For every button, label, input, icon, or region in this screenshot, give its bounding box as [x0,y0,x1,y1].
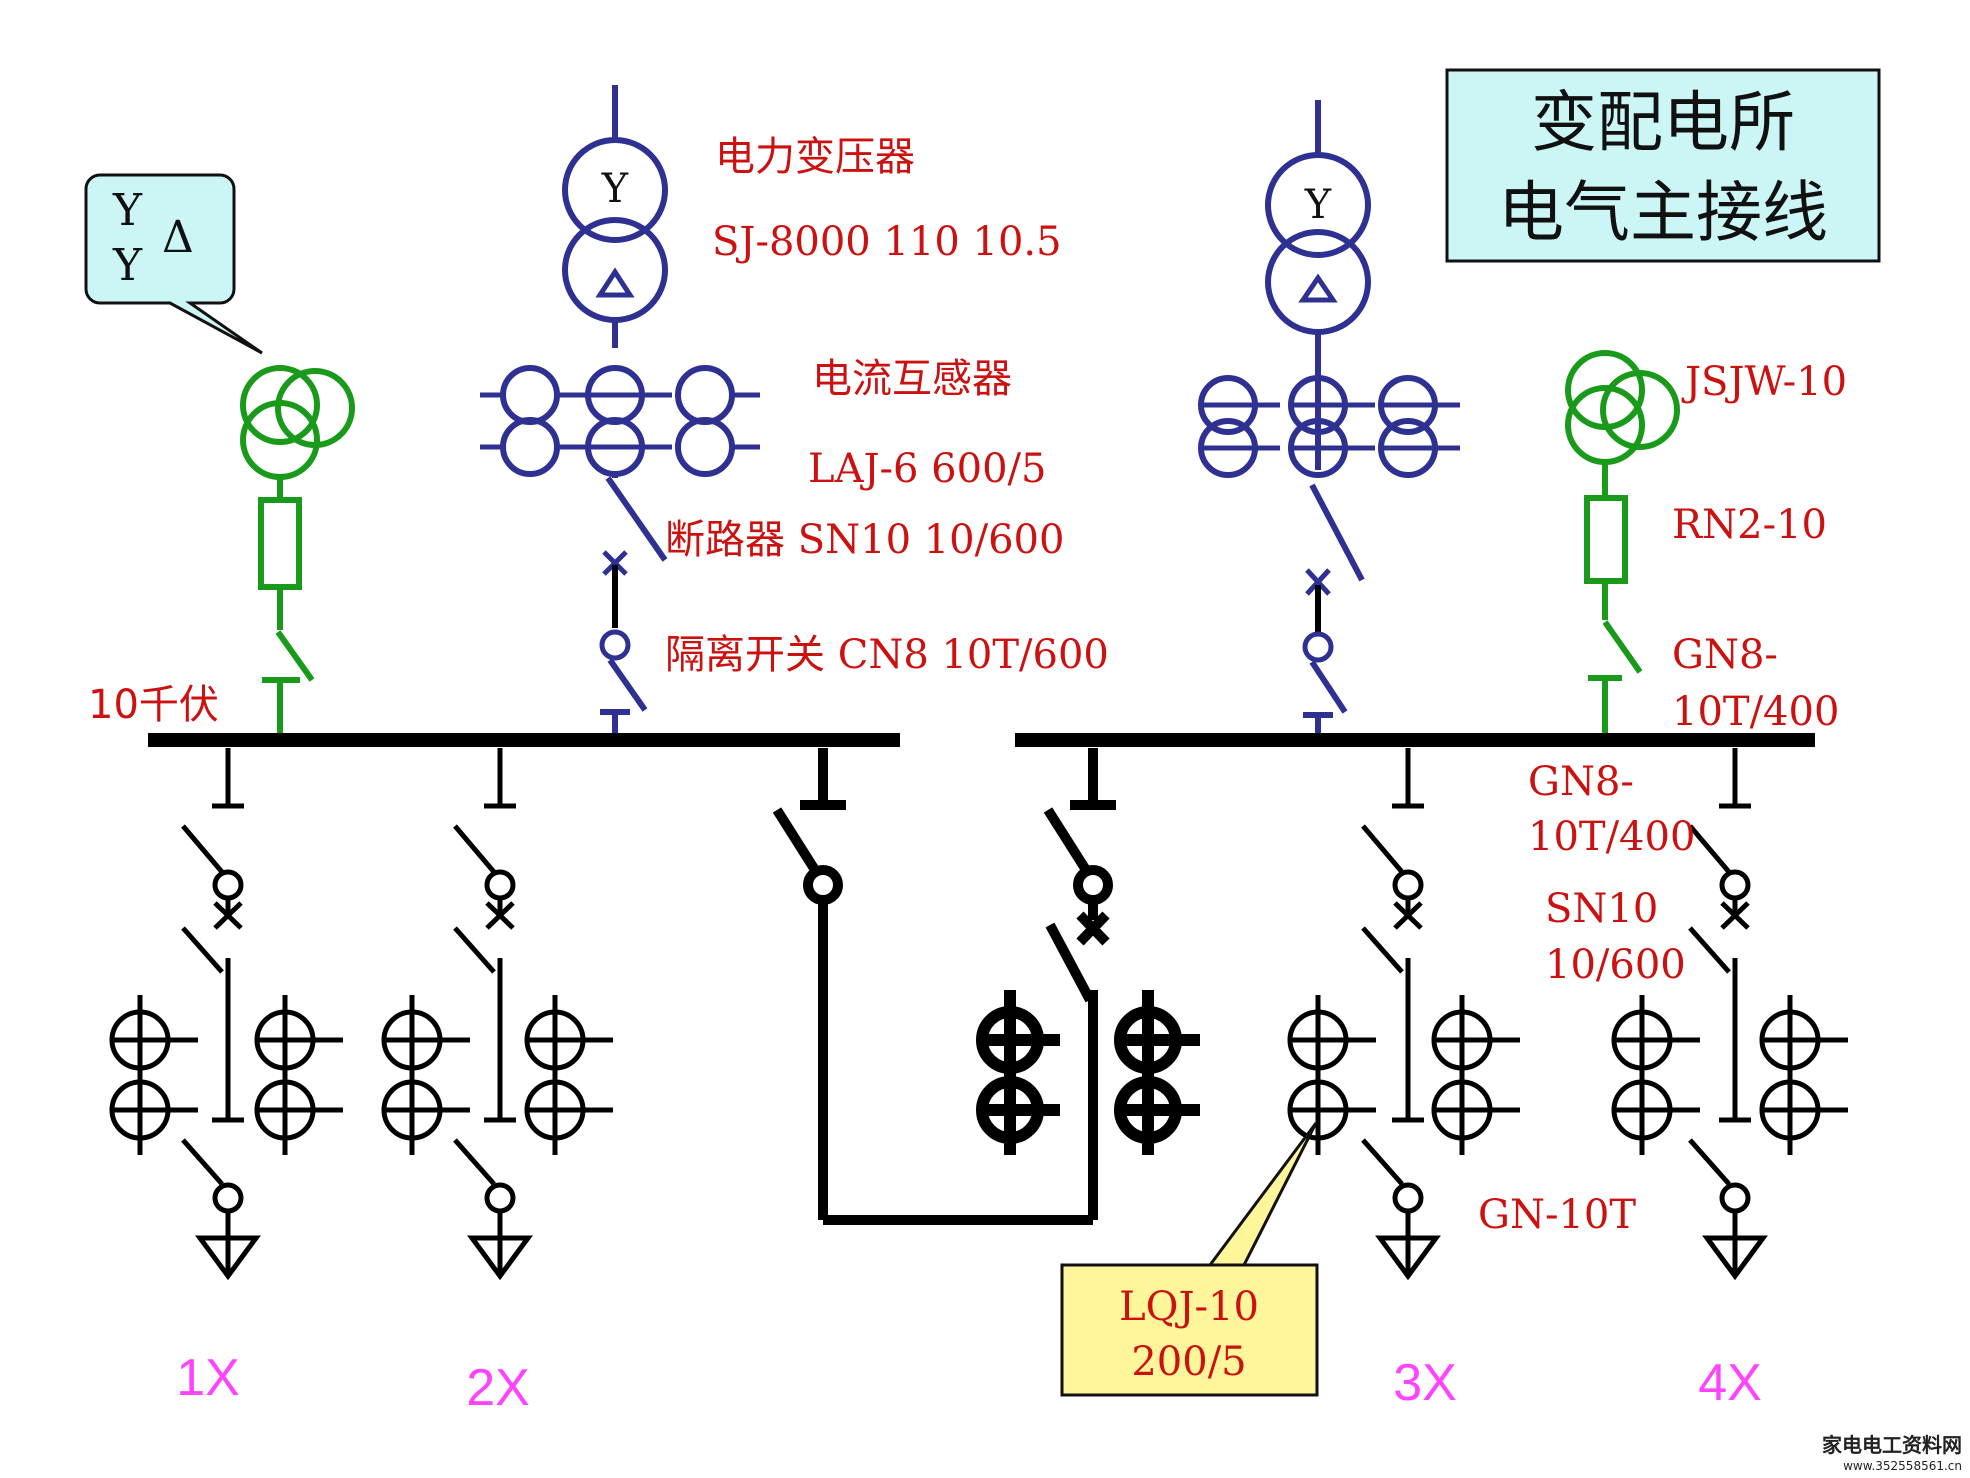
bus-voltage-label: 10千伏 [88,682,219,728]
label-pt-model: JSJW-10 [1681,359,1847,405]
title-line1: 变配电所 [1531,84,1795,161]
label-ct-name: 电流互感器 [812,356,1012,402]
label-feeder-switch-b: 10T/400 [1528,814,1695,860]
bus-tie [772,748,1200,1225]
power-transformer-left: Y [480,85,760,733]
watermark-line1: 家电电工资料网 [1822,1433,1962,1457]
svg-text:Y: Y [1304,182,1332,228]
label-breaker: 断路器 SN10 10/600 [665,517,1064,563]
voltage-transformer-right [1565,350,1680,733]
feeder-bay-4x [1690,748,1763,1276]
label-feeder-switch-a: GN8- [1528,759,1634,805]
winding-delta: Δ [162,212,194,263]
label-pt-switch-b: 10T/400 [1672,689,1839,735]
feeder-label-1x: 1X [176,1349,240,1407]
voltage-transformer-left [240,365,355,733]
feeder-bay-2x [455,748,528,1276]
label-feeder-breaker-b: 10/600 [1545,942,1686,988]
label-transformer-name: 电力变压器 [715,134,915,180]
lqj-callout: LQJ-10 200/5 [1060,1122,1319,1397]
winding-y-top: Y [112,185,143,236]
label-disconnector: 隔离开关 CN8 10T/600 [665,632,1109,678]
feeder-bay-1x [183,748,256,1276]
feeder-bay-3x [1363,748,1436,1276]
feeder-label-4x: 4X [1698,1354,1762,1412]
power-transformer-right: Y [1198,100,1460,733]
feeder-label-2x: 2X [466,1359,530,1417]
label-fuse-model: RN2-10 [1672,502,1827,548]
lqj-ratio: 200/5 [1131,1339,1246,1385]
feeder-label-3x: 3X [1393,1354,1457,1412]
label-ct-model: LAJ-6 600/5 [808,446,1046,492]
feeder-cts [112,995,1848,1155]
label-feeder-breaker-a: SN10 [1545,886,1658,932]
winding-y-bottom: Y [112,240,143,291]
lqj-model: LQJ-10 [1119,1284,1259,1330]
title-line2: 电气主接线 [1498,174,1828,251]
label-outlet-switch: GN-10T [1478,1192,1636,1238]
label-pt-switch-a: GN8- [1672,632,1778,678]
label-transformer-model: SJ-8000 110 10.5 [712,219,1062,265]
title-box [1445,68,1881,263]
svg-text:Y: Y [601,166,629,212]
winding-callout: Y Y Δ [84,173,263,355]
watermark-line2: www.352558561.cn [1843,1459,1962,1473]
